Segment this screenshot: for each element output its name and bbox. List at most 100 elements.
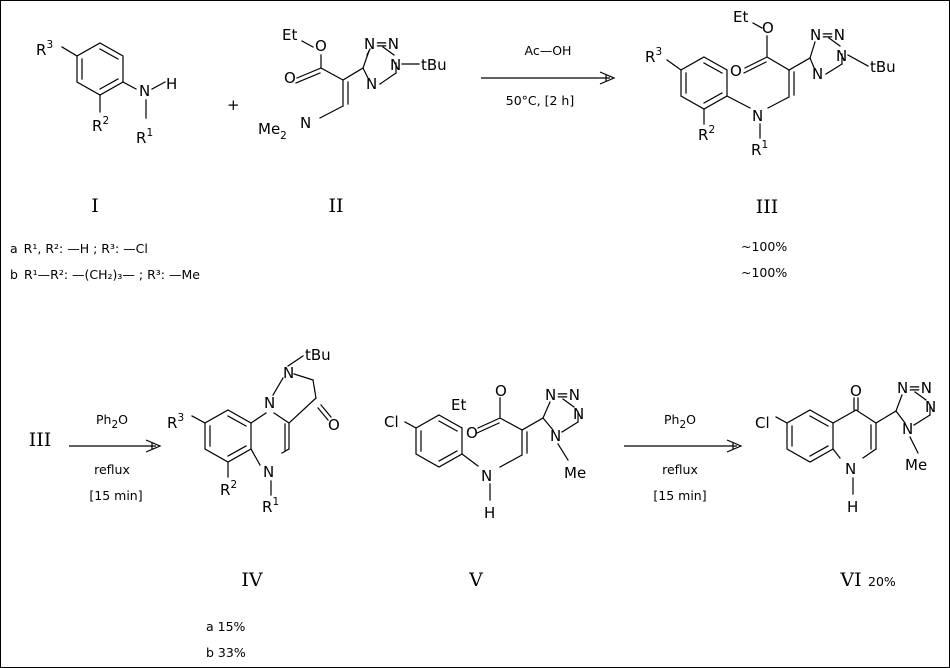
compound-VI-carbonyl-bond	[853, 397, 859, 411]
compound-IV-tbu-bond	[287, 355, 304, 367]
compound-III-carbonyl-o-label: O	[730, 62, 742, 80]
compound-V-et-label: Et	[451, 396, 466, 414]
compound-II-ester-bonds	[295, 40, 322, 84]
yield-IV-b: b 33%	[206, 645, 246, 660]
compound-III-tetrazole-link	[788, 57, 811, 71]
compound-IV-n2-label: N	[283, 364, 294, 382]
compound-VI-nh-h-label: H	[847, 498, 858, 516]
compound-III-aryl-n-bond	[726, 95, 751, 109]
compound-II-tetrazole-ring	[362, 46, 397, 85]
step3-condition-1: reflux	[662, 462, 698, 477]
arrow-1-head	[599, 71, 616, 85]
compound-IV-r3-bond	[191, 415, 206, 424]
step2-reagent: Ph2O	[96, 412, 128, 431]
compound-III-r3-bond	[666, 59, 682, 71]
compound-VI-structure: Cl O N H N=N N N Me	[755, 379, 936, 516]
compound-IV-carbonyl-bond	[317, 404, 332, 421]
compound-IV-r3-label: R3	[167, 412, 184, 432]
compound-VI-tetrazole-n-right: N	[925, 398, 936, 416]
compound-II-alkene-bonds	[319, 67, 349, 119]
compound-IV-n1-label: N	[264, 394, 275, 412]
compound-I-amine-bonds	[122, 81, 166, 119]
compound-VI-pyridone-bonds	[832, 409, 877, 459]
step1-reagent: Ac—OH	[525, 43, 572, 58]
compound-V-aromatic-bonds	[420, 420, 458, 462]
compound-III-r3-label: R3	[645, 46, 662, 66]
compound-III-tetrazole-n-top: N=N	[810, 26, 845, 44]
compound-V-carbonyl-o-label: O	[466, 424, 478, 442]
step3-reagent: Ph2O	[664, 412, 696, 431]
compound-IV-structure: R3 R2 N R1 N N O tBu	[167, 346, 340, 516]
compound-VI-n-label: N	[845, 460, 856, 478]
compound-IV-benzene-double-bonds	[209, 415, 247, 457]
compound-IV-r1-label: R1	[262, 496, 279, 516]
compound-III-ester-bonds	[743, 35, 790, 74]
compound-VI-tetrazole-n-top: N=N	[897, 379, 932, 397]
compound-II-tetrazole-n-right: N	[390, 56, 401, 74]
compound-VI-cl-bond	[775, 416, 788, 424]
compound-III-tetrazole-n-right: N	[836, 47, 847, 65]
step3-condition-2: [15 min]	[653, 488, 706, 503]
compound-V-structure: Cl N H Et O O N=N N N Me	[384, 382, 586, 522]
compound-VI-tetrazole-n-bottom: N	[902, 420, 913, 438]
yield-VI: 20%	[868, 574, 896, 589]
compound-I-r2-label: R2	[92, 115, 109, 135]
compound-II-tbu-label: tBu	[421, 56, 447, 74]
yield-IV-a: a 15%	[206, 619, 246, 634]
compound-V-nh-h-label: H	[484, 504, 495, 522]
compound-IV-r2-label: R2	[220, 479, 237, 499]
compound-VI-label: VI	[839, 569, 861, 591]
compound-I-h-label: H	[166, 75, 177, 93]
compound-II-tetrazole-n-bottom: N	[366, 75, 377, 93]
compound-III-r2-label: R2	[698, 124, 715, 144]
compound-II-n-label: N	[300, 114, 311, 132]
compound-III-structure: R3 R2 N R1 Et O O N=N N N tBu	[645, 8, 896, 159]
compound-I-aromatic-bonds	[81, 48, 119, 90]
compound-V-tetrazole-n-bottom: N	[550, 427, 561, 445]
compound-III-ether-o-label: O	[762, 19, 774, 37]
arrow-2-head	[145, 439, 162, 453]
compound-V-nh-n-label: N	[481, 467, 492, 485]
compound-I-label: I	[91, 195, 99, 217]
compound-IV-carbonyl-o-label: O	[328, 416, 340, 434]
compound-III-tetrazole-n-bottom: N	[812, 65, 823, 83]
compound-VI-aromatic-bonds	[791, 415, 829, 457]
compound-I-r1-label: R1	[136, 127, 153, 147]
compound-III-tbu-label: tBu	[870, 58, 896, 76]
compound-V-ester-bonds	[476, 397, 523, 434]
compound-III-r1-label: R1	[751, 139, 768, 159]
compound-IV-pyridine-bonds	[250, 412, 290, 466]
compound-II-carbonyl-o-label: O	[284, 69, 296, 87]
compound-III-label: III	[756, 196, 779, 218]
compound-II-label: II	[328, 195, 343, 217]
compound-V-tetrazole-link	[521, 417, 544, 431]
compound-V-label: V	[468, 569, 483, 591]
compound-III-aromatic-bonds	[685, 62, 723, 104]
compound-IV-n-label: N	[263, 463, 274, 481]
compound-IV-label: IV	[241, 569, 263, 591]
compound-IV-pyrazolone-bonds	[288, 373, 317, 424]
compound-II-structure: Et O O N=N N N tBu N Me2	[258, 26, 447, 142]
reaction-arrow-3: Ph2O reflux [15 min]	[624, 412, 743, 503]
compound-III-reactant-label: III	[29, 429, 52, 451]
compound-III-alkene-bonds	[767, 69, 795, 109]
compound-IV-tbu-label: tBu	[305, 346, 331, 364]
compound-VI-cl-label: Cl	[755, 414, 770, 432]
yield-III-b: ~100%	[741, 265, 787, 280]
compound-VI-carbonyl-o-label: O	[850, 382, 862, 400]
yield-III-a: ~100%	[741, 239, 787, 254]
reaction-arrow-1: Ac—OH 50°C, [2 h]	[481, 43, 616, 108]
compound-II-tetrazole-double	[366, 48, 371, 56]
compound-I-structure: R3 R2 N H R1	[36, 39, 177, 147]
compound-II-tetrazole-link	[342, 67, 364, 81]
compound-VI-tetrazole-link	[875, 410, 897, 424]
compound-V-tetrazole-n-top: N=N	[545, 386, 580, 404]
compound-VI-me-label: Me	[905, 456, 927, 474]
step2-condition-2: [15 min]	[89, 488, 142, 503]
compound-IV-n-n-bond	[272, 377, 284, 396]
compound-III-et-label: Et	[733, 8, 748, 26]
compound-V-cl-label: Cl	[384, 413, 399, 431]
